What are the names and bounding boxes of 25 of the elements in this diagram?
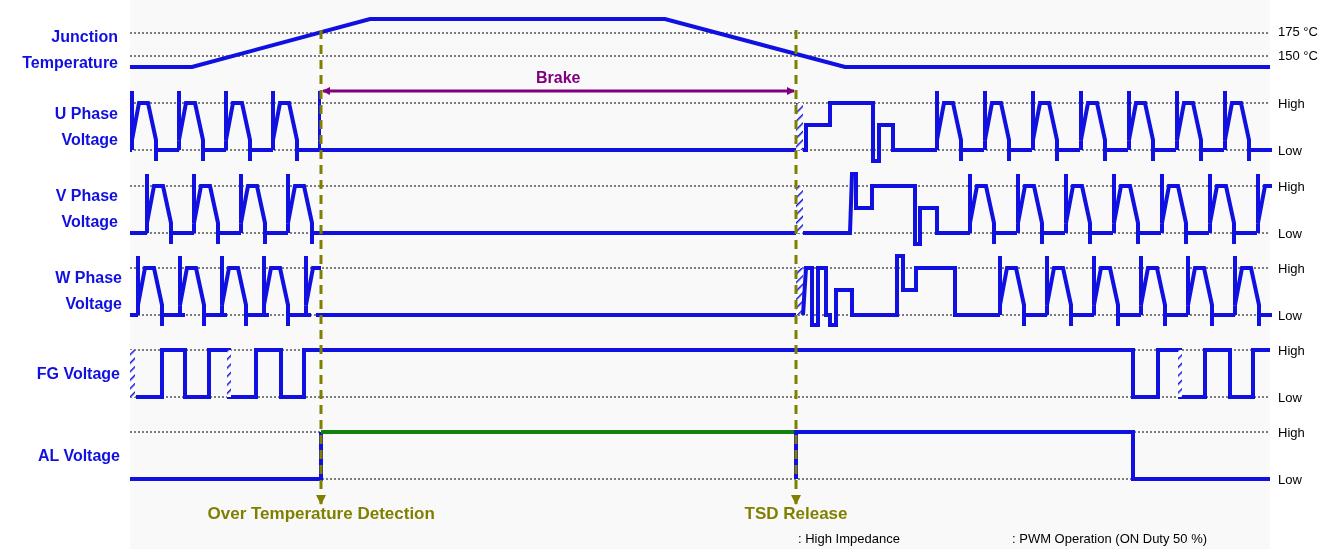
- signal-name: W Phase Voltage: [54, 268, 122, 314]
- signal-name: AL Voltage: [36, 446, 120, 466]
- event-label: TSD Release: [744, 504, 848, 524]
- level-label: Low: [1278, 226, 1302, 241]
- level-label: High: [1278, 343, 1305, 358]
- level-label: High: [1278, 261, 1305, 276]
- signal-name: Junction Temperature: [21, 27, 118, 73]
- arrow: [791, 30, 801, 505]
- arrow: [316, 30, 326, 505]
- signal-name: U Phase Voltage: [53, 104, 118, 150]
- temperature-value: 175 °C: [1278, 24, 1318, 39]
- signal-name: V Phase Voltage: [54, 186, 118, 232]
- dimension-label: Brake: [536, 69, 581, 87]
- signal-name: FG Voltage: [35, 364, 120, 384]
- event-label: Over Temperature Detection: [207, 504, 435, 524]
- legend-text: : High Impedance: [798, 531, 900, 546]
- legend-text: : PWM Operation (ON Duty 50 %): [1012, 531, 1208, 546]
- level-label: Low: [1278, 472, 1302, 487]
- level-label: Low: [1278, 143, 1302, 158]
- level-label: High: [1278, 179, 1305, 194]
- temperature-value: 150 °C: [1278, 48, 1318, 63]
- level-label: High: [1278, 425, 1305, 440]
- level-label: Low: [1278, 390, 1302, 405]
- level-label: Low: [1278, 308, 1302, 323]
- level-label: High: [1278, 96, 1305, 111]
